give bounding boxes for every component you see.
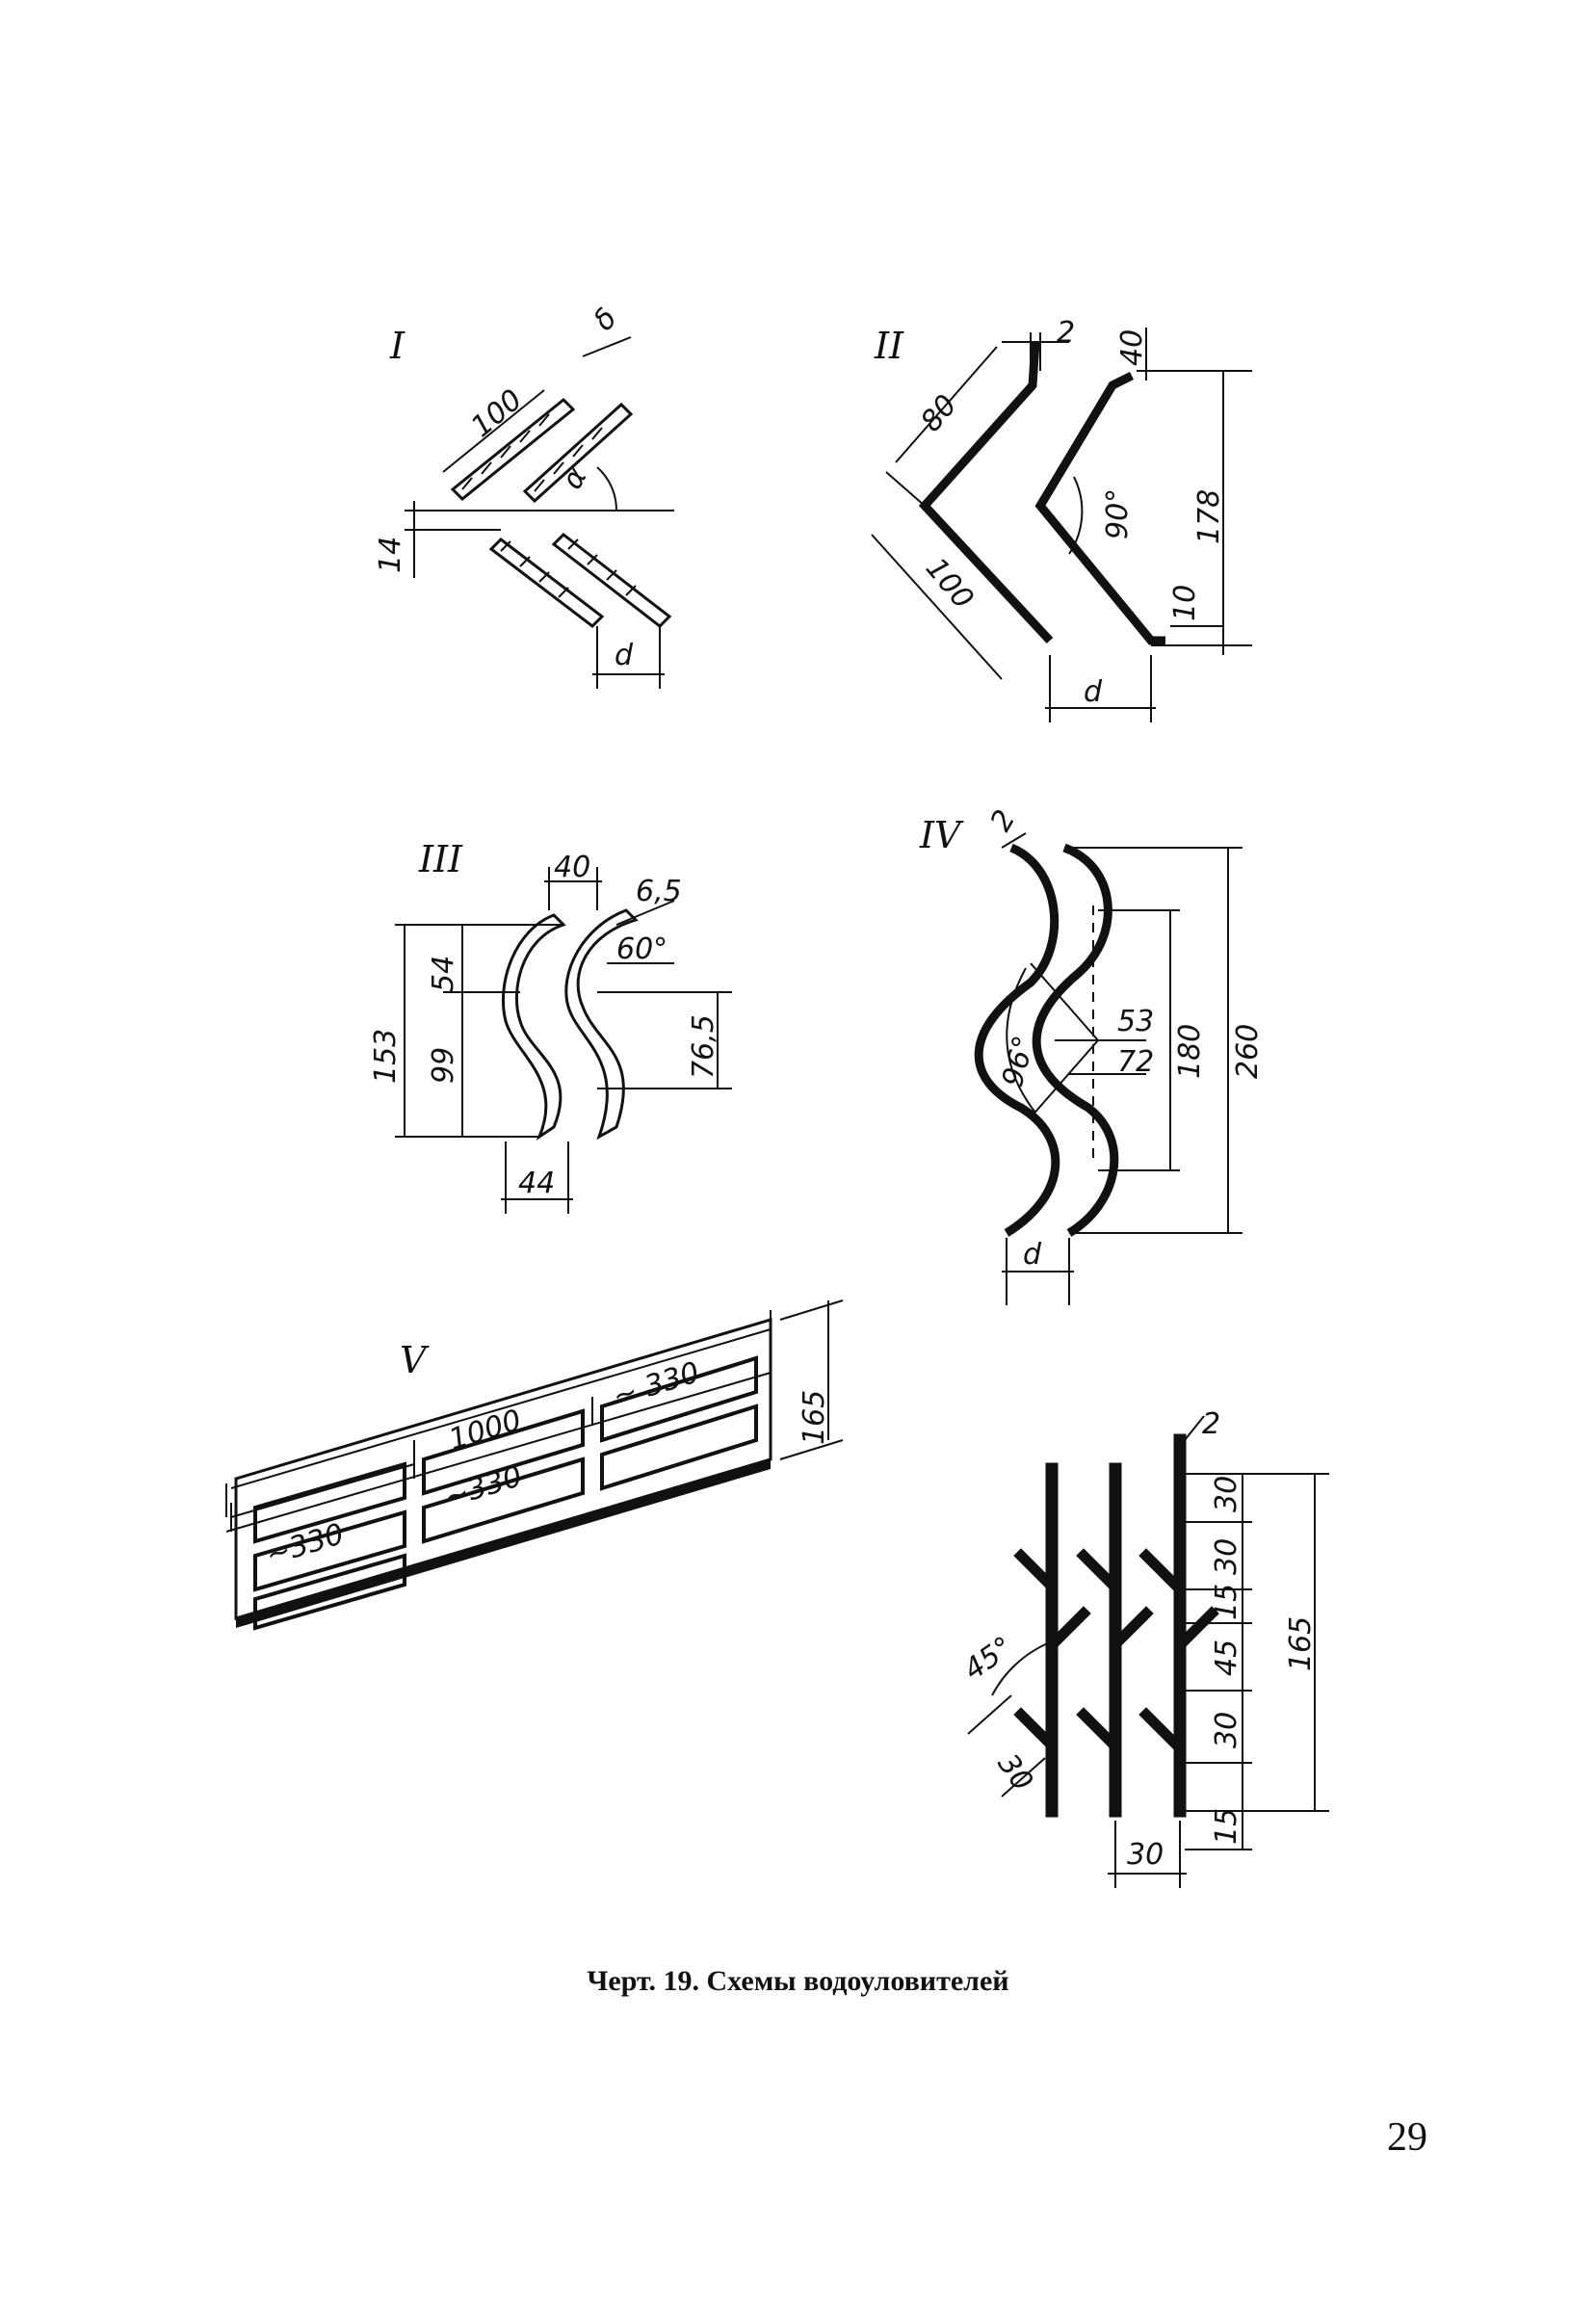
plate [1034, 371, 1165, 645]
plate [522, 402, 634, 504]
dim-label: 30 [990, 1748, 1039, 1797]
scheme-v-numeral: V [400, 1339, 430, 1381]
dim-label: 30 [1210, 1476, 1243, 1512]
plate [501, 913, 566, 1141]
scheme-i: I 100 δ α 14 d [374, 302, 674, 689]
dim-label: δ [587, 302, 624, 338]
plate [974, 843, 1060, 1237]
figure-caption: Черт. 19. Схемы водоуловителей [587, 1965, 1009, 1997]
plate [918, 341, 1054, 644]
plate [488, 538, 605, 628]
dim-label: 2 [984, 804, 1023, 837]
scheme-i-numeral: I [389, 325, 406, 367]
dim-label: d [615, 639, 634, 672]
dim-label: 40 [554, 851, 590, 884]
dim-label: 80 [914, 388, 963, 438]
scheme-fins: 2 30 30 15 45 30 15 165 45° 30 30 [958, 1407, 1329, 1888]
dim-label: 40 [1115, 329, 1149, 366]
dim-label: 72 [1117, 1045, 1154, 1079]
scheme-iv: IV 2 53 96° 72 180 260 d [919, 804, 1265, 1305]
dim-label: 76,5 [687, 1014, 720, 1079]
dim-label: d [1023, 1238, 1042, 1272]
dim-label: 45° [958, 1630, 1020, 1687]
dim-label: 15 [1210, 1808, 1243, 1845]
dim-label: 165 [1284, 1616, 1318, 1671]
plate [551, 533, 672, 628]
dim-label: 60° [616, 932, 667, 966]
dim-label: 99 [427, 1047, 460, 1084]
dim-label: 30 [1210, 1538, 1243, 1575]
dim-label: 180 [1173, 1024, 1207, 1079]
scheme-v: V 1000 ~ 330 ~330 ~330 165 [225, 1299, 844, 1631]
dim-label: 54 [427, 956, 460, 992]
page-number: 29 [1387, 2115, 1427, 2160]
dim-label: 178 [1192, 489, 1226, 544]
dim-label: 44 [518, 1167, 555, 1200]
dim-label: 10 [1168, 585, 1202, 621]
dim-label: 45 [1210, 1640, 1243, 1676]
dim-label: 15 [1210, 1584, 1243, 1620]
dim-label: 6,5 [636, 875, 682, 908]
dim-label: 260 [1231, 1024, 1265, 1079]
plate [564, 908, 639, 1141]
scheme-iii-numeral: III [418, 838, 463, 880]
dim-label: 14 [374, 537, 407, 573]
dim-label: 165 [798, 1390, 831, 1445]
dim-label: 30 [1210, 1712, 1243, 1748]
dim-label: 53 [1117, 1005, 1154, 1038]
dim-label: 2 [1057, 316, 1075, 350]
dim-label: 153 [369, 1029, 403, 1084]
scheme-ii: II 2 40 80 90° 178 100 10 d [871, 316, 1252, 722]
dim-label: 30 [1127, 1838, 1164, 1872]
plate [450, 397, 576, 502]
scheme-ii-numeral: II [874, 325, 904, 367]
dim-label: 2 [1202, 1407, 1220, 1441]
dim-label: 96° [996, 1033, 1042, 1090]
scheme-iii: III 40 6,5 60° 54 153 99 76,5 44 [369, 838, 732, 1214]
dim-label: 90° [1101, 488, 1135, 539]
scheme-iv-numeral: IV [919, 814, 964, 856]
dim-label: d [1084, 675, 1103, 709]
